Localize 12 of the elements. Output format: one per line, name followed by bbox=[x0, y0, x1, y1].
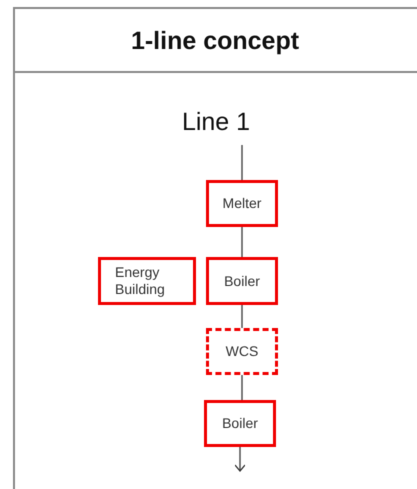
process-box: Boiler bbox=[204, 400, 276, 447]
line-label: Line 1 bbox=[176, 104, 256, 140]
title: 1-line concept bbox=[130, 27, 300, 56]
connector-line bbox=[241, 227, 243, 257]
arrow bbox=[234, 447, 246, 472]
dashed-process-box: WCS bbox=[206, 328, 278, 375]
connector-line bbox=[241, 375, 243, 400]
process-box: Energy Building bbox=[98, 257, 196, 305]
process-box: Melter bbox=[206, 180, 278, 227]
connector-line bbox=[241, 305, 243, 328]
process-box: Boiler bbox=[206, 257, 278, 305]
connector-line bbox=[241, 145, 243, 180]
